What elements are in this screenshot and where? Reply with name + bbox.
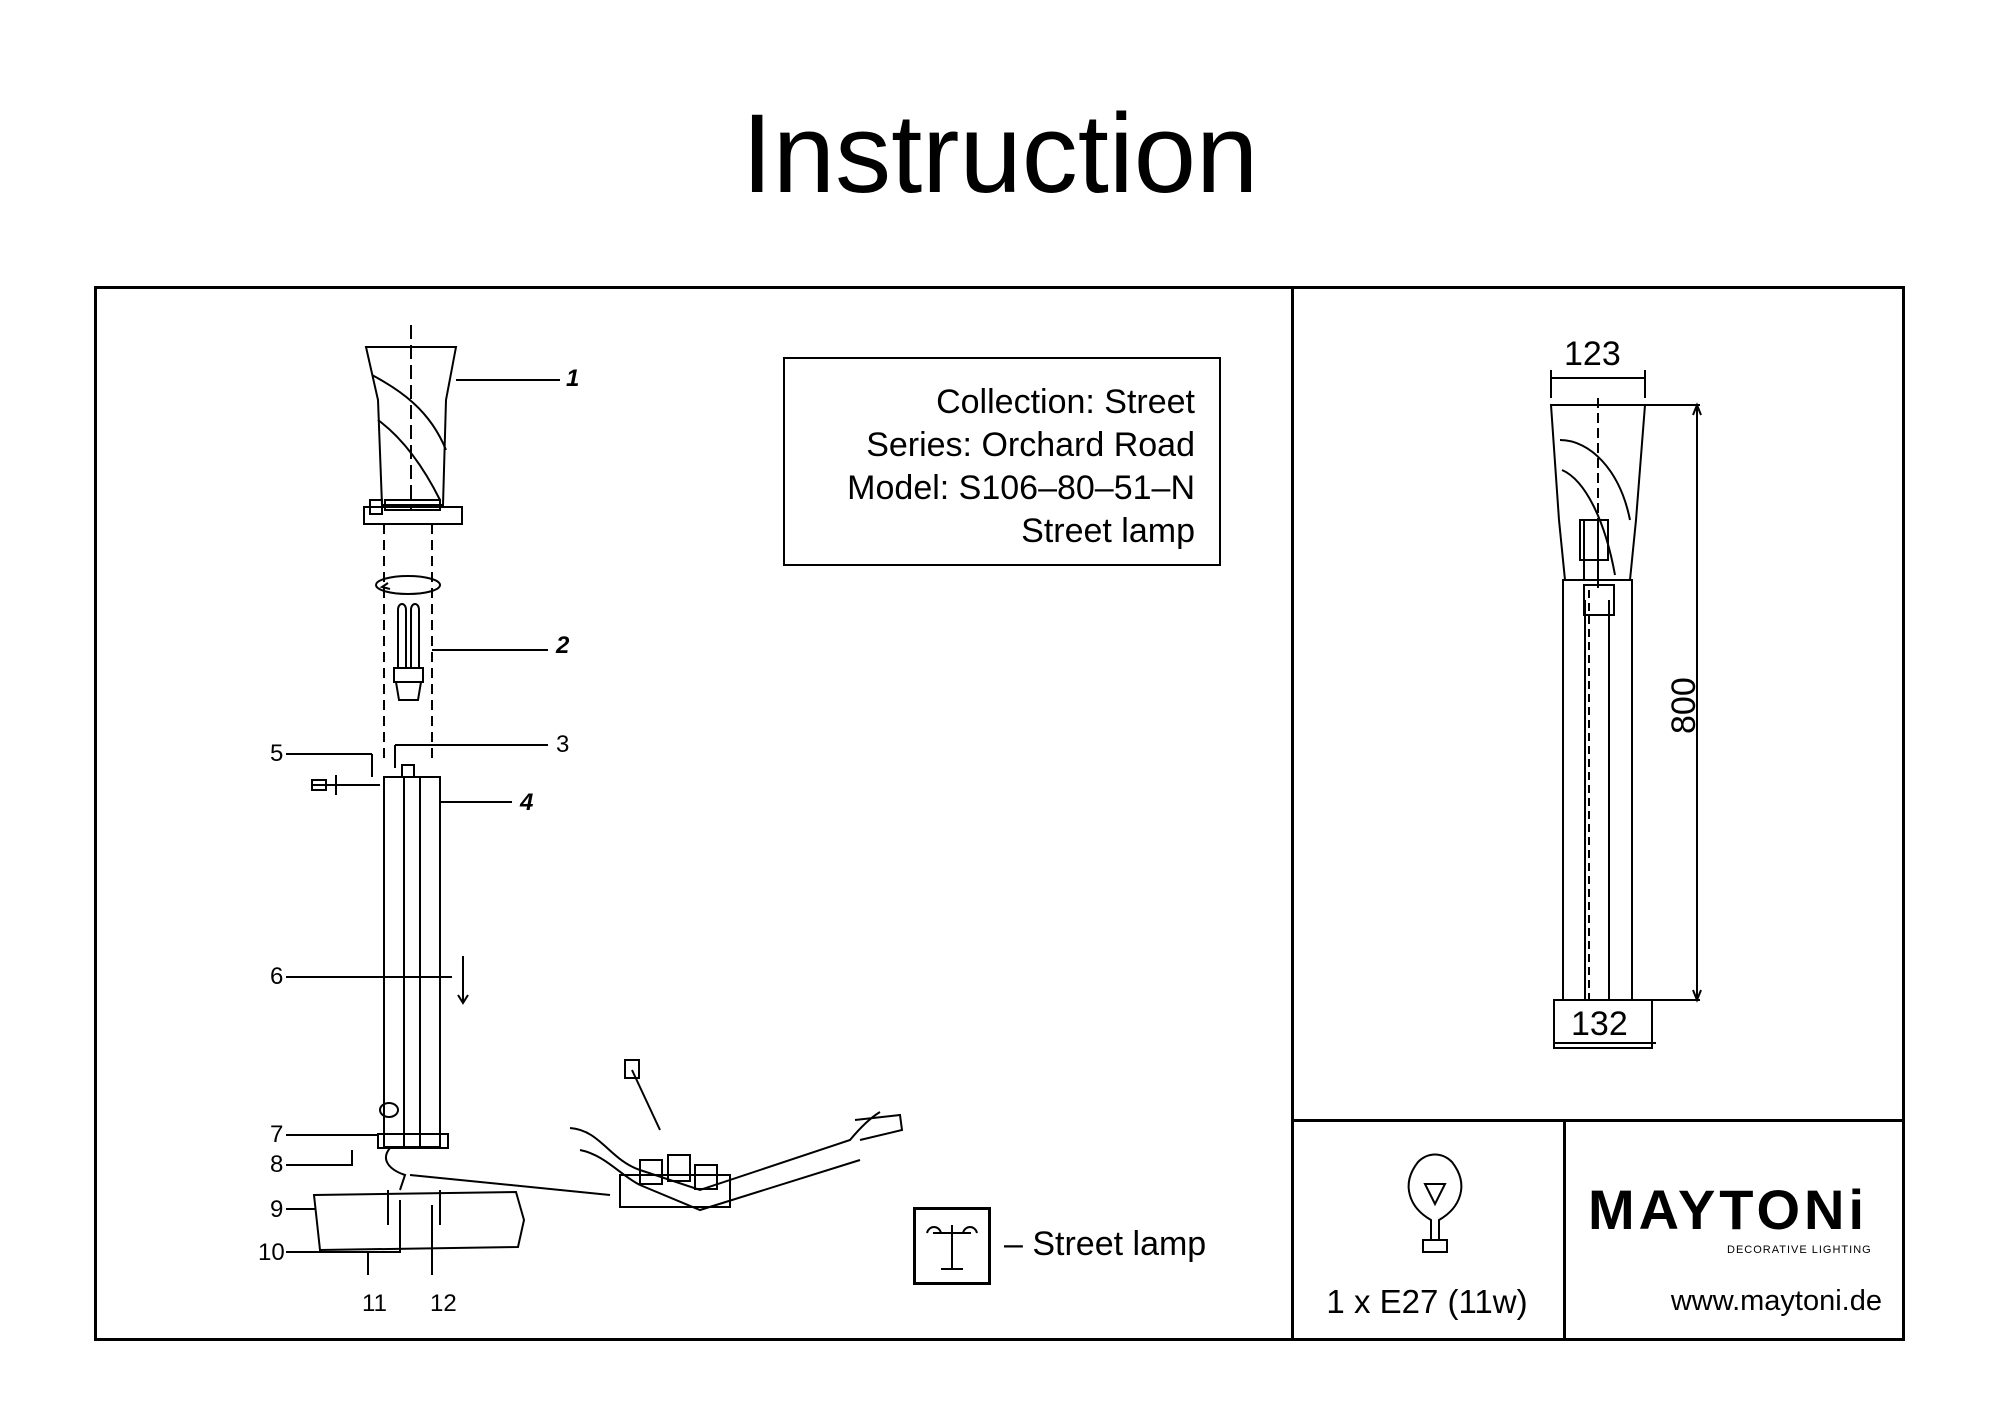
brand-logo: MAYTONi <box>1588 1178 1869 1241</box>
series-label: Series: Orchard Road <box>866 426 1195 464</box>
pole-part <box>286 744 611 1275</box>
dim-height: 800 <box>1665 677 1703 734</box>
elevation-drawing <box>1549 370 1702 1049</box>
collection-label: Collection: Street <box>936 383 1195 421</box>
callout-4: 4 <box>520 789 534 816</box>
terminal-detail <box>569 1059 904 1212</box>
collar-part <box>363 499 463 525</box>
callout-7: 7 <box>270 1121 284 1148</box>
dim-base-width: 132 <box>1571 1005 1628 1043</box>
bulb-part <box>393 603 548 701</box>
page-title: Instruction <box>741 91 1259 216</box>
product-type-label: Street lamp <box>1021 512 1195 550</box>
legend-label: – Street lamp <box>1004 1225 1207 1263</box>
dim-top-width: 123 <box>1564 335 1621 373</box>
product-info-box: Collection: Street Series: Orchard Road … <box>783 357 1221 566</box>
callout-6: 6 <box>270 963 284 990</box>
instruction-frame <box>94 286 1905 1341</box>
callout-8: 8 <box>270 1151 284 1178</box>
light-bulb-icon <box>1407 1153 1463 1253</box>
model-label: Model: S106–80–51–N <box>847 469 1195 507</box>
callout-10: 10 <box>258 1239 285 1266</box>
callout-2: 2 <box>556 632 570 659</box>
callout-9: 9 <box>270 1196 284 1223</box>
panel-divider-horizontal <box>1291 1119 1905 1122</box>
callout-1: 1 <box>566 365 580 392</box>
website-link: www.maytoni.de <box>1670 1285 1882 1317</box>
footer-divider <box>1563 1119 1566 1341</box>
callout-3: 3 <box>556 731 570 758</box>
callout-11: 11 <box>362 1290 387 1317</box>
callout-12: 12 <box>430 1290 457 1317</box>
street-lamp-icon <box>926 1225 978 1270</box>
brand-tagline: DECORATIVE LIGHTING <box>1727 1244 1872 1256</box>
bulb-spec: 1 x E27 (11w) <box>1326 1283 1528 1320</box>
panel-divider-vertical <box>1291 286 1294 1341</box>
callout-5: 5 <box>270 740 284 767</box>
shade-part <box>364 325 560 510</box>
legend-icon-box <box>913 1207 991 1285</box>
